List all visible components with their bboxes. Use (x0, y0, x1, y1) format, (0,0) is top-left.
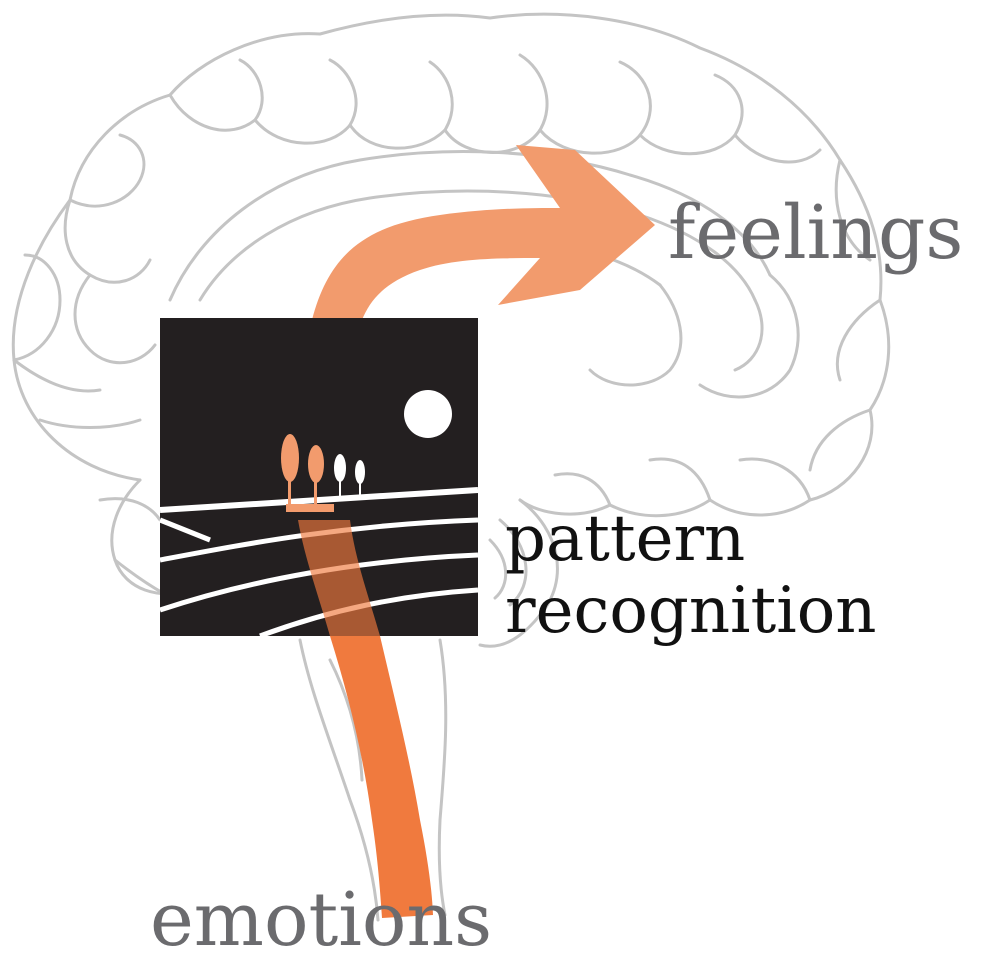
feelings-label: feelings (668, 190, 963, 276)
tree-icon (308, 445, 324, 506)
emotions-label: emotions (150, 877, 492, 963)
arrow-icon (330, 636, 433, 918)
tree-icon (281, 434, 299, 508)
arrow-overlay (298, 520, 380, 636)
recognition-label: recognition (505, 574, 876, 648)
tree-icon (355, 460, 365, 497)
tree-icon (334, 454, 346, 500)
moon-icon (404, 390, 452, 438)
pattern-label: pattern (505, 502, 745, 576)
arrow-icon (312, 145, 655, 320)
